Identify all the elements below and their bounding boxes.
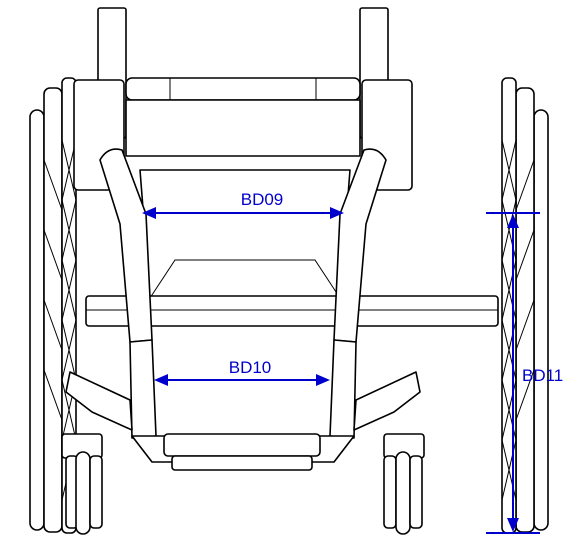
footrest <box>65 371 421 471</box>
dimension-bd11: BD11 <box>486 212 563 534</box>
right-frame-tube <box>329 148 387 439</box>
right-caster-wheel <box>383 433 425 535</box>
dimension-bd09: BD09 <box>142 190 344 219</box>
left-frame-tube <box>99 148 157 439</box>
bd09-label: BD09 <box>241 190 284 209</box>
left-caster-wheel <box>61 433 103 535</box>
dimension-bd10: BD10 <box>154 358 330 386</box>
bd10-label: BD10 <box>229 358 272 377</box>
left-rear-wheel <box>29 77 77 534</box>
backrest <box>73 7 413 191</box>
bd11-label: BD11 <box>522 366 563 385</box>
right-rear-wheel <box>501 77 549 534</box>
